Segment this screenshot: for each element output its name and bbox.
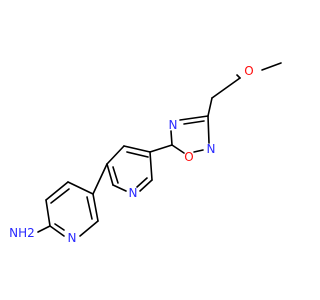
bond-ch2-ch2 xyxy=(211,77,241,99)
bond-py2-f xyxy=(49,225,65,237)
bond-py2-c-double xyxy=(50,188,70,204)
bond-py1-d xyxy=(106,163,114,186)
bond-py2-a xyxy=(67,181,94,195)
bond-py1-f xyxy=(112,184,127,192)
bond-c3-n2 xyxy=(207,115,210,144)
bond-py2-f-double xyxy=(54,223,65,231)
bond-py1-d-double xyxy=(112,166,119,184)
atom-o-methoxy: O xyxy=(244,64,253,78)
bond-py1-b xyxy=(149,151,153,181)
molecule-diagram: O N N O N N NH2 xyxy=(9,62,282,245)
bond-py1-a-double xyxy=(126,151,149,158)
atom-n-pyridine-upper: N xyxy=(129,186,138,200)
bond-n4-c5 xyxy=(170,130,173,146)
bond-c3-n4-double xyxy=(183,120,205,125)
bond-py2-e xyxy=(79,220,99,237)
bond-py1-e xyxy=(139,179,153,192)
bond-c3-n4 xyxy=(179,115,209,121)
atom-n-pyridine-lower: N xyxy=(68,231,77,245)
bond-c-nh2 xyxy=(37,225,51,233)
bond-py2-b xyxy=(92,193,99,222)
bond-py2-d xyxy=(45,199,51,227)
bond-n2-o1 xyxy=(193,149,204,153)
atom-o-oxadiazole-1: O xyxy=(184,150,193,164)
bond-o1-c5 xyxy=(171,144,185,154)
bond-py1-e-double xyxy=(136,177,148,188)
bond-py1-a xyxy=(123,145,151,153)
bond-py2-c xyxy=(45,181,69,201)
bond-biaryl xyxy=(92,163,108,195)
atom-labels: O N N O N N NH2 xyxy=(9,64,254,245)
bond-py2-b-double xyxy=(86,196,93,220)
structure-svg: O N N O N N NH2 xyxy=(9,62,282,245)
bond-ch2-c3 xyxy=(207,97,213,117)
atom-nh2: NH2 xyxy=(9,226,35,240)
bond-methyl-o xyxy=(261,62,282,71)
bond-py1-c xyxy=(106,145,125,165)
atom-n-oxadiazole-4: N xyxy=(169,118,178,132)
bonds xyxy=(37,62,282,237)
bond-c5-py1 xyxy=(149,144,173,153)
atom-n-oxadiazole-2: N xyxy=(207,142,216,156)
